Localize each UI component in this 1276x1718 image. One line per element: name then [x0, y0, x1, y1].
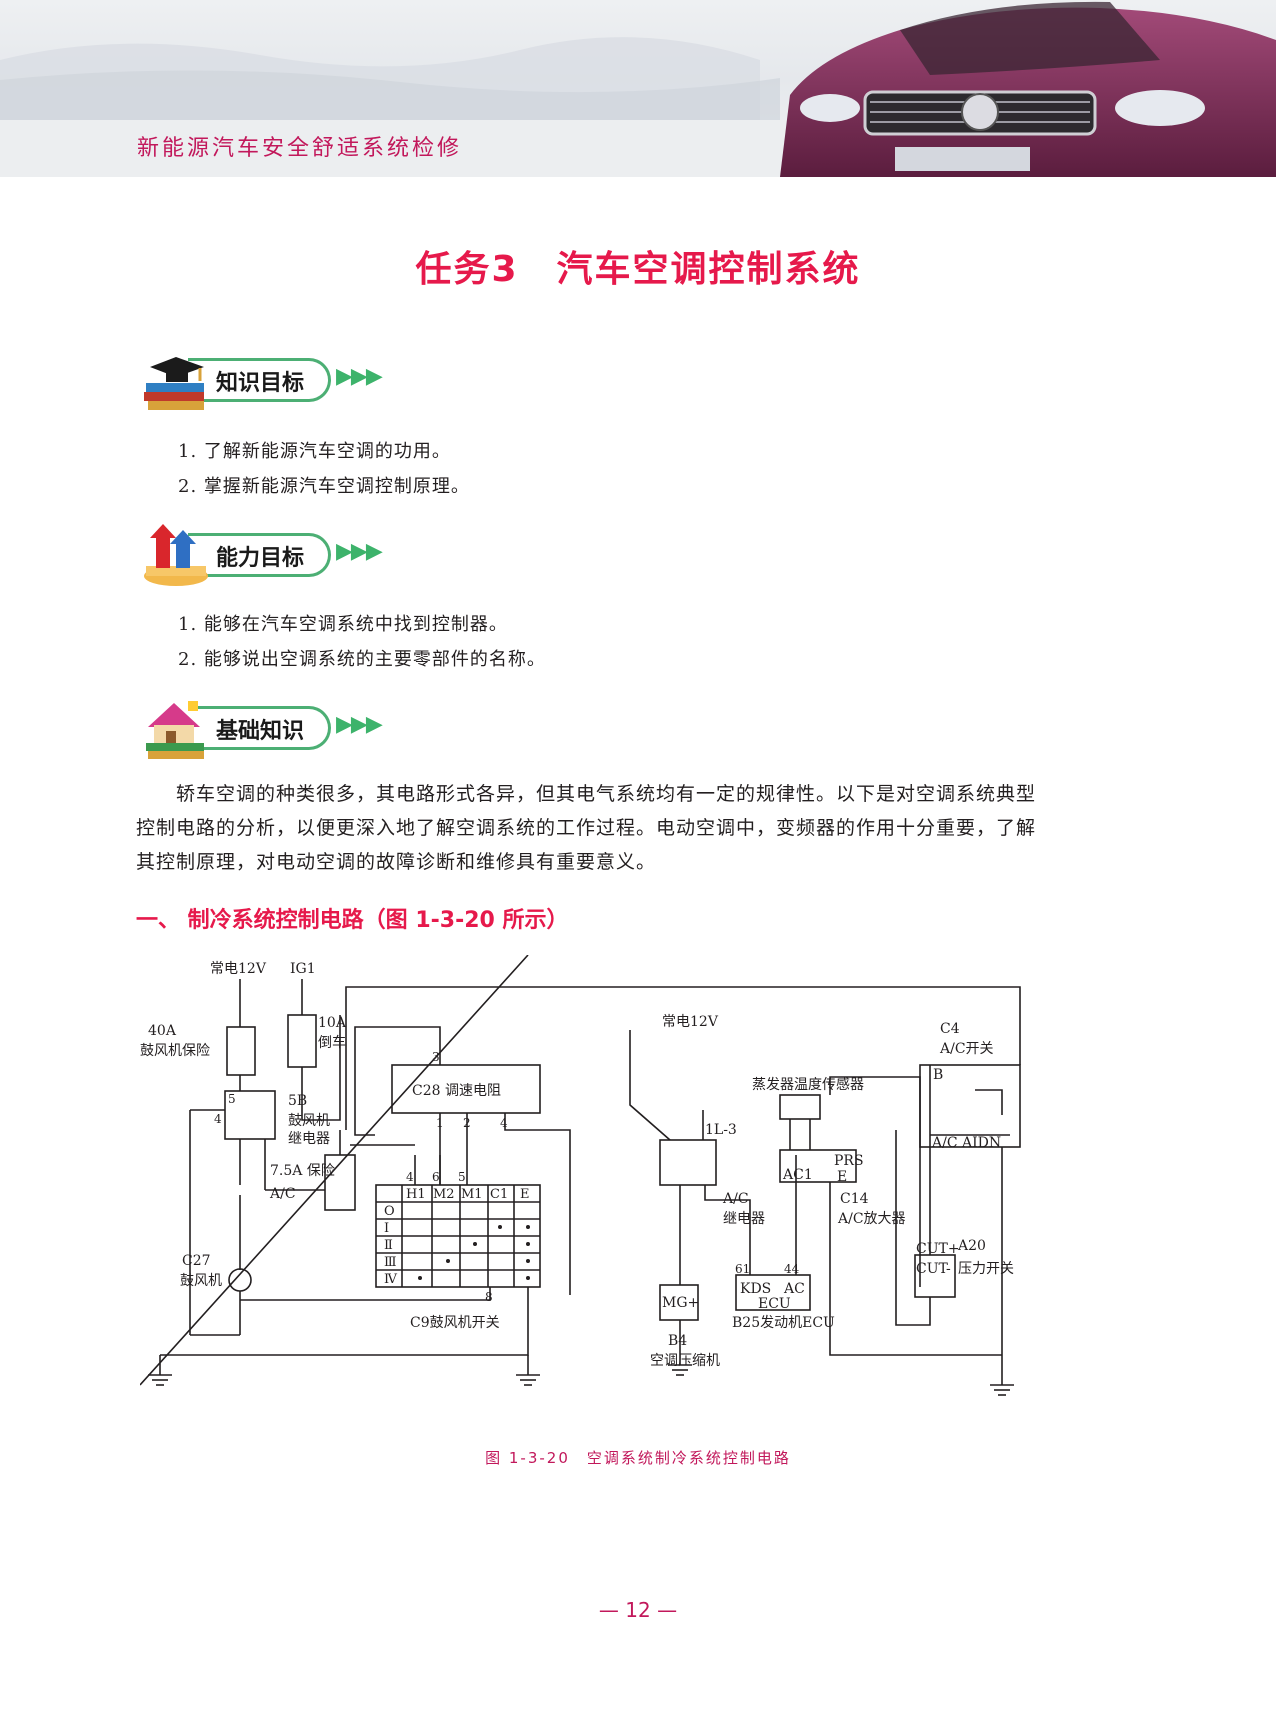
pin-number: 2	[463, 1116, 471, 1130]
label-pressure-switch: 压力开关	[958, 1261, 1014, 1277]
pin-number: 61	[735, 1262, 750, 1276]
label-cut-minus: CUT-	[916, 1261, 951, 1277]
section-header-basics: 基础知识 ▶▶▶	[140, 693, 440, 759]
switch-row: Ⅱ	[384, 1238, 393, 1253]
page-number: — 12 —	[598, 1598, 678, 1622]
label-blower-motor: 鼓风机	[180, 1273, 222, 1289]
label-b25: B25发动机ECU	[732, 1315, 835, 1331]
section-subheading: 一、 制冷系统控制电路（图 1-3-20 所示）	[136, 908, 569, 933]
label-fuse-75a: 7.5A 保险	[270, 1163, 335, 1179]
section-pill	[188, 358, 331, 402]
list-item: 2. 掌握新能源汽车空调控制原理。	[178, 476, 470, 497]
pin-number: 8	[485, 1290, 493, 1304]
label-ecu: ECU	[758, 1296, 791, 1312]
label-e: E	[837, 1169, 847, 1185]
paragraph-line: 轿车空调的种类很多，其电路形式各异，但其电气系统均有一定的规律性。以下是对空调系…	[136, 783, 1037, 805]
label-ac-ecu: AC	[783, 1281, 805, 1297]
switch-header: C1	[490, 1187, 508, 1202]
book-title: 新能源汽车安全舒适系统检修	[137, 136, 463, 161]
pin-number: 44	[784, 1262, 800, 1276]
label-5b: 5B	[288, 1093, 307, 1109]
switch-row: Ⅰ	[384, 1221, 389, 1236]
label-blower-fuse: 鼓风机保险	[140, 1043, 210, 1059]
task-title: 任务3 汽车空调控制系统	[415, 249, 861, 290]
label-c9: C9鼓风机开关	[410, 1315, 500, 1331]
label-ac-amp: A/C放大器	[837, 1211, 906, 1227]
switch-row: Ⅳ	[384, 1272, 398, 1287]
list-item: 2. 能够说出空调系统的主要零部件的名称。	[178, 649, 546, 670]
circuit-diagram: 常电12V IG1 40A 鼓风机保险 10A 倒车 5B 鼓风机 继电器 7.…	[140, 955, 1021, 1396]
label-prs: PRS	[834, 1153, 864, 1169]
switch-row: Ⅲ	[384, 1255, 397, 1270]
label-ig1: IG1	[290, 961, 316, 977]
section-label: 知识目标	[216, 371, 305, 396]
label-ac-aidn: A/C AIDN	[931, 1135, 1001, 1151]
figure-caption: 图 1-3-20 空调系统制冷系统控制电路	[485, 1449, 791, 1467]
label-b4: B4	[668, 1333, 687, 1349]
body-paragraph: 轿车空调的种类很多，其电路形式各异，但其电气系统均有一定的规律性。以下是对空调系…	[136, 777, 1140, 879]
label-c4: C4	[940, 1021, 960, 1037]
label-blower-relay: 鼓风机	[288, 1113, 330, 1129]
label-mg: MG+	[662, 1295, 699, 1311]
label-power-12v: 常电12V	[210, 961, 267, 977]
label-ac1: AC1	[782, 1167, 813, 1183]
paragraph-line: 控制电路的分析，以便更深入地了解空调系统的工作过程。电动空调中，变频器的作用十分…	[136, 817, 1037, 839]
label-ac-switch: A/C开关	[939, 1041, 994, 1057]
section-pill	[188, 533, 331, 577]
list-item: 1. 了解新能源汽车空调的功用。	[178, 441, 451, 462]
label-reverse: 倒车	[318, 1034, 346, 1051]
triple-arrow-icon: ▶▶▶	[336, 539, 383, 564]
pin-number: 5	[228, 1092, 236, 1106]
label-b: B	[933, 1067, 943, 1083]
pin-number: 1	[436, 1116, 444, 1130]
triple-arrow-icon: ▶▶▶	[336, 364, 383, 389]
section-pill	[188, 706, 331, 750]
house-books-icon	[146, 701, 204, 759]
label-ac: A/C	[269, 1186, 296, 1202]
switch-row: O	[384, 1204, 395, 1219]
label-c14: C14	[840, 1191, 869, 1207]
pin-number: 4	[214, 1112, 222, 1126]
label-c28: C28 调速电阻	[412, 1083, 501, 1099]
pin-number: 5	[458, 1170, 466, 1184]
section-label: 能力目标	[216, 546, 305, 571]
label-evap-sensor: 蒸发器温度传感器	[752, 1076, 864, 1093]
header-car-illustration	[0, 1, 1276, 177]
label-cut-plus: CUT+	[916, 1241, 960, 1257]
label-ac-relay-b: 继电器	[723, 1211, 765, 1227]
section-header-knowledge: 知识目标 ▶▶▶	[140, 345, 440, 410]
label-ac-relay: A/C	[722, 1191, 749, 1207]
page-header-banner: 新能源汽车安全舒适系统检修	[0, 0, 1276, 177]
label-1l3: 1L-3	[705, 1122, 737, 1138]
pin-number: 4	[406, 1170, 414, 1184]
pin-number: 3	[432, 1050, 440, 1064]
label-c27: C27	[182, 1253, 211, 1269]
switch-header: H1	[406, 1187, 426, 1202]
switch-header: M1	[461, 1187, 483, 1202]
section-header-ability: 能力目标 ▶▶▶	[140, 520, 440, 586]
paragraph-line: 其控制原理，对电动空调的故障诊断和维修具有重要意义。	[136, 851, 657, 873]
switch-header: M2	[433, 1187, 455, 1202]
section-label: 基础知识	[216, 719, 305, 744]
label-fuse-10a: 10A	[318, 1015, 347, 1031]
label-kds: KDS	[740, 1281, 771, 1297]
graduation-books-icon	[144, 357, 204, 410]
pin-number: 6	[432, 1170, 440, 1184]
label-power-12v-mid: 常电12V	[662, 1014, 719, 1030]
label-fuse-40a: 40A	[148, 1023, 177, 1039]
triple-arrow-icon: ▶▶▶	[336, 712, 383, 737]
list-item: 1. 能够在汽车空调系统中找到控制器。	[178, 614, 508, 635]
pin-number: 4	[500, 1116, 508, 1130]
label-a20: A20	[957, 1238, 986, 1254]
switch-header: E	[520, 1187, 530, 1202]
label-relay: 继电器	[288, 1131, 330, 1147]
label-compressor: 空调压缩机	[650, 1353, 720, 1369]
rising-arrows-book-icon	[144, 524, 208, 586]
